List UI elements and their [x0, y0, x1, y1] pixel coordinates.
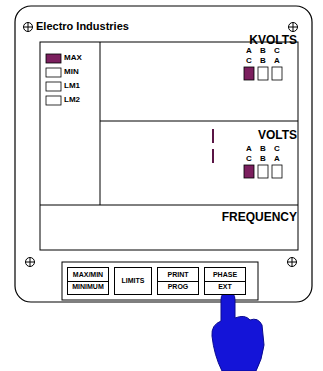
button-label: PHASE: [205, 270, 245, 281]
phase-led-on: [244, 165, 254, 178]
digit-segment: [212, 149, 214, 163]
phase-led: [272, 165, 282, 178]
meter-housing: [15, 6, 312, 302]
panel-button: LIMITS: [114, 267, 152, 295]
display-window: [40, 42, 298, 250]
indicator-label: LM2: [64, 96, 80, 104]
phase-letter: C: [274, 47, 280, 55]
phase-led: [258, 165, 268, 178]
phase-letter: C: [274, 145, 280, 153]
indicator-led: [46, 96, 61, 105]
button-label: LIMITS: [115, 276, 151, 287]
panel-button: PRINTPROG: [157, 267, 199, 295]
phase-letter: A: [246, 145, 252, 153]
brand-name: Electro Industries: [36, 21, 129, 32]
panel-button: MAX/MINMINIMUM: [67, 267, 109, 295]
phase-letter: B: [260, 145, 266, 153]
unit-label: KVOLTS: [249, 34, 297, 46]
screw-hole: [288, 258, 297, 267]
indicator-led-on: [46, 54, 61, 63]
divider-line: [100, 121, 298, 122]
phase-letter: C: [246, 57, 252, 65]
button-strip: [62, 262, 258, 300]
screw-hole: [24, 23, 33, 32]
phase-letter: A: [246, 47, 252, 55]
indicator-label: MIN: [64, 68, 79, 76]
divider-line: [40, 205, 298, 206]
phase-led: [258, 67, 268, 80]
unit-label: FREQUENCY: [222, 211, 297, 223]
indicator-label: LM1: [64, 82, 80, 90]
phase-led-on: [244, 67, 254, 80]
indicator-label: MAX: [64, 54, 82, 62]
phase-letter: A: [274, 57, 280, 65]
phase-letter: B: [260, 57, 266, 65]
pointing-hand: [212, 292, 264, 371]
screw-hole: [26, 258, 35, 267]
button-label: PROG: [158, 281, 198, 293]
panel-button: PHASEEXT: [204, 267, 246, 295]
button-label: MINIMUM: [68, 281, 108, 293]
phase-letter: C: [246, 155, 252, 163]
indicator-led: [46, 82, 61, 91]
indicator-led: [46, 68, 61, 77]
unit-label: VOLTS: [258, 129, 297, 141]
divider-line: [100, 42, 101, 205]
screw-hole: [289, 23, 298, 32]
button-label: MAX/MIN: [68, 270, 108, 281]
phase-led: [272, 67, 282, 80]
phase-letter: A: [274, 155, 280, 163]
button-label: PRINT: [158, 270, 198, 281]
button-label: EXT: [205, 281, 245, 293]
phase-letter: B: [260, 155, 266, 163]
phase-letter: B: [260, 47, 266, 55]
digit-segment: [212, 129, 214, 143]
